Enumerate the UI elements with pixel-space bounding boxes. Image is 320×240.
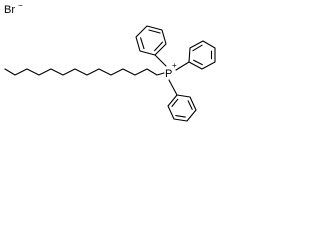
bromide-ion: Br − [4, 1, 23, 16]
phenyl-ring-lower [167, 94, 197, 122]
decyltriphenylphosphonium-bromide-structure: Br − P + [4, 1, 216, 122]
phosphorus-symbol: P [165, 68, 172, 80]
p-phenyl-right-bond [175, 61, 190, 71]
decyl-chain [4, 68, 165, 76]
phenyl-ring-upper-left [135, 25, 167, 56]
phosphorus-atom: P + [165, 61, 177, 80]
p-phenyl-lower-bond [168, 79, 178, 96]
bromide-symbol: Br [4, 4, 15, 16]
bromide-charge: − [18, 1, 23, 10]
phenyl-ring-right [188, 40, 216, 70]
p-phenyl-upper-left-bond [154, 54, 167, 67]
phosphorus-charge: + [172, 61, 177, 70]
